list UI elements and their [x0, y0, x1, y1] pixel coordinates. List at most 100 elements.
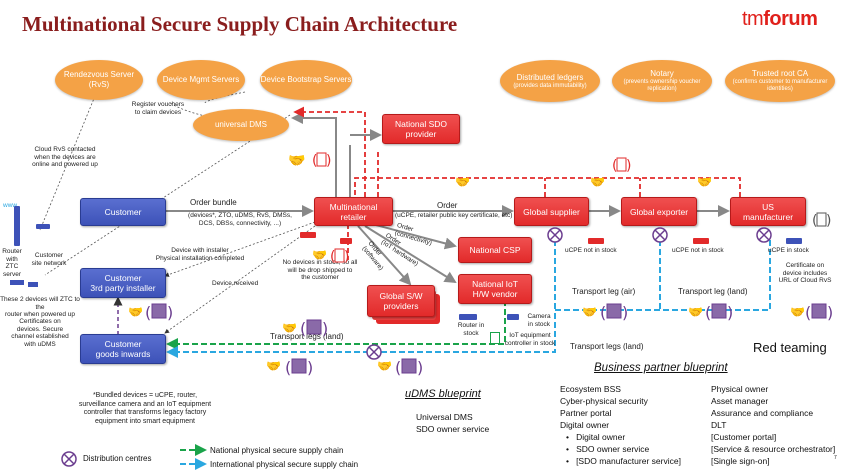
customer-site-network-label: Customer site network [31, 252, 67, 267]
handshake-icon: 🤝 [282, 321, 297, 335]
national-sdo-provider-box[interactable]: National SDO provider [382, 114, 460, 144]
handshake-icon: 🤝 [128, 305, 143, 319]
svg-text:(: ( [330, 249, 335, 265]
bp-col1-item: Ecosystem BSS [560, 384, 621, 394]
handshake-icon: 🤝 [266, 359, 281, 373]
national-csp-box[interactable]: National CSP [458, 237, 532, 263]
transport-legs-land-3-label: Transport legs (land) [570, 342, 644, 351]
handshake-icon: 🤝 [688, 305, 703, 319]
package-icon: () [300, 319, 328, 338]
handshake-icon: 🤝 [288, 152, 306, 168]
distribution-centre-icon [652, 227, 668, 243]
page-title: Multinational Secure Supply Chain Archit… [22, 12, 458, 36]
bp-col2-item: DLT [711, 420, 727, 430]
notary-cloud[interactable]: Notary(prevents ownership voucher replic… [612, 60, 712, 102]
order-bundle-sub-label: (devices*, ZTO, uDMS, RvS, DMSs, DCS, DB… [188, 212, 292, 227]
iot-controller-icon [490, 332, 500, 344]
certificate-icon: () [312, 152, 331, 169]
certificates-on-devices-label: Certificates on devices. Secure channel … [11, 318, 69, 348]
handshake-icon: 🤝 [582, 305, 597, 319]
universal-dms-cloud[interactable]: universal DMS [193, 109, 289, 141]
iot-controller-in-stock-label: IoT equipment controller in stock [504, 332, 556, 347]
customer-goods-inwards-box[interactable]: Customer goods inwards [80, 334, 166, 364]
svg-text:(: ( [612, 158, 617, 174]
register-vouchers-label: Register vouchers to claim devices [131, 101, 185, 116]
order-label: Order [437, 201, 458, 210]
red-teaming-label: Red teaming [753, 340, 827, 355]
device-bootstrap-servers-cloud[interactable]: Device Bootstrap Servers [260, 60, 352, 100]
camera-icon [507, 314, 519, 320]
bp-bullet-item: • Digital owner [566, 432, 626, 442]
bp-bullet-item: • [SDO manufacturer service] [566, 456, 681, 466]
camera-in-stock-label: Camera in stock [527, 313, 551, 328]
svg-text:): ) [417, 358, 423, 377]
national-iot-hw-vendor-box[interactable]: National IoT H/W vendor [458, 274, 532, 304]
svg-text:): ) [826, 213, 831, 229]
www-label: www [3, 202, 18, 209]
udms-blueprint-heading: uDMS blueprint [405, 388, 481, 400]
page-number: 7 [834, 455, 837, 461]
distribution-centre-icon [756, 227, 772, 243]
certificate-icon: () [612, 157, 631, 174]
package-icon: () [145, 303, 173, 322]
legend-distribution-centres: Distribution centres [83, 454, 152, 463]
handshake-icon: 🤝 [697, 175, 712, 189]
router-icon [300, 232, 316, 238]
router-icon [693, 238, 709, 244]
udms-item-sdo-owner-service: SDO owner service [416, 424, 490, 434]
certificate-on-device-label: Certificate on device includes URL of Cl… [778, 262, 832, 284]
ucpe-not-in-stock-2-label: uCPE not in stock [672, 247, 724, 254]
us-manufacturer-box[interactable]: US manufacturer [730, 197, 806, 226]
package-icon: () [805, 303, 833, 322]
svg-text:(: ( [705, 303, 711, 322]
svg-text:(: ( [285, 358, 291, 377]
bp-col1-item: Cyber-physical security [560, 396, 648, 406]
bp-bullet-item: • SDO owner service [566, 444, 650, 454]
handshake-icon: 🤝 [312, 248, 327, 262]
rendezvous-server-cloud[interactable]: Rendezvous Server (RvS) [55, 60, 143, 100]
svg-text:(: ( [312, 153, 317, 169]
router-in-stock-label: Router in stock [457, 322, 485, 337]
svg-text:): ) [326, 153, 331, 169]
svg-text:): ) [622, 303, 628, 322]
cloud-rvs-label: Cloud RvS contacted when the devices are… [32, 146, 98, 168]
package-icon: () [600, 303, 628, 322]
router-icon [36, 224, 50, 229]
global-sw-providers-box[interactable]: Global S/W providers [367, 285, 435, 317]
router-icon [10, 280, 24, 285]
trusted-root-ca-cloud[interactable]: Trusted root CA(confirms customer to man… [725, 60, 835, 102]
router-icon [786, 238, 802, 244]
device-mgmt-servers-cloud[interactable]: Device Mgmt Servers [157, 60, 245, 100]
certificate-icon: () [812, 212, 831, 229]
svg-text:(: ( [600, 303, 606, 322]
bp-col2-item: Physical owner [711, 384, 769, 394]
handshake-icon: 🤝 [790, 305, 805, 319]
svg-text:): ) [167, 303, 173, 322]
bp-col2-item: Asset manager [711, 396, 769, 406]
handshake-icon: 🤝 [455, 175, 470, 189]
udms-item-universal-dms: Universal DMS [416, 412, 473, 422]
svg-text:): ) [827, 303, 833, 322]
global-exporter-box[interactable]: Global exporter [621, 197, 697, 226]
bp-col2-item: [Customer portal] [711, 432, 777, 442]
package-icon: () [705, 303, 733, 322]
legend-international-chain: International physical secure supply cha… [210, 460, 359, 469]
customer-box[interactable]: Customer [80, 198, 166, 226]
bp-col1-item: Digital owner [560, 420, 610, 430]
bp-col2-item: [Service & resource orchestrator] [711, 444, 836, 454]
customer-3rd-party-installer-box[interactable]: Customer 3rd party installer [80, 268, 166, 298]
router-icon [459, 314, 477, 320]
svg-text:): ) [322, 319, 328, 338]
bundled-devices-note: *Bundled devices = uCPE, router, surveil… [78, 392, 212, 425]
tmforum-logo: tmforum [742, 8, 818, 30]
order-bundle-label: Order bundle [190, 198, 237, 207]
ucpe-in-stock-label: uCPE in stock [768, 247, 809, 254]
package-icon: () [285, 358, 313, 377]
multinational-retailer-box[interactable]: Multinational retailer [314, 197, 393, 226]
bp-col2-item: [Single sign-on] [711, 456, 770, 466]
global-supplier-box[interactable]: Global supplier [514, 197, 589, 226]
svg-text:): ) [626, 158, 631, 174]
distributed-ledgers-cloud[interactable]: Distributed ledgers(provides data immuta… [500, 60, 600, 102]
these-2-devices-label: These 2 devices will ZTC to the router w… [0, 296, 80, 318]
svg-text:(: ( [395, 358, 401, 377]
